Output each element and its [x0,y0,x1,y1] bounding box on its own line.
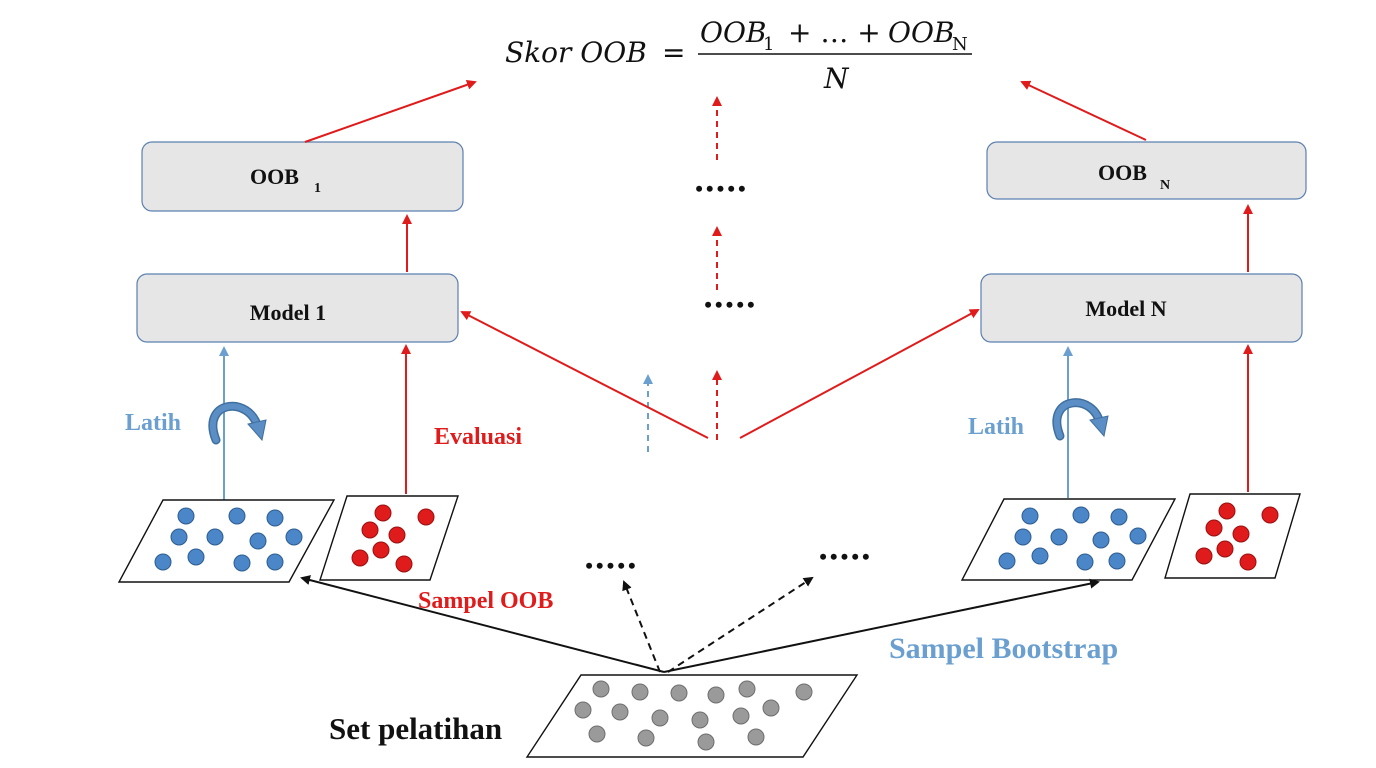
right-branch: OOB N Model N Latih [960,80,1307,581]
oob-1-subscript: 1 [314,181,321,196]
training-dashed-arrow-right [667,576,814,673]
training-set-parallelogram [525,674,859,758]
oob-score-formula: Skor OOB = OOB 1 + … + OOB N N [505,16,972,95]
formula-numerator-sub-1: 1 [763,34,774,55]
formula-lhs: Skor OOB [505,36,647,69]
model-n-label: Model N [1085,296,1166,321]
formula-numerator-sub-n: N [952,34,968,55]
bootstrap-dots-right [998,506,1147,571]
oob-n-subscript: N [1160,178,1170,193]
oob-1-to-formula-arrow [304,79,477,143]
oob-dots-left [351,504,435,573]
bootstrap-dots-left [154,507,303,572]
left-branch: OOB 1 Model 1 Latih Evaluasi [117,79,522,583]
oob-samples-label: Sampel OOB [418,588,553,614]
bootstrap-sample-left [117,499,336,583]
training-set-group [300,575,1100,758]
oob-n-label: OOB [1098,160,1147,185]
formula-denominator: N [823,62,850,95]
ellipsis-bottom-left: ••••• [585,553,639,578]
oob-1-label: OOB [250,164,299,189]
train-label-left: Latih [125,410,181,436]
ellipsis-mid: ••••• [704,292,758,317]
oob-1-box [141,141,464,212]
center-to-model-1-arrow [460,311,709,439]
training-to-left-arrow [300,575,665,673]
training-curve-icon-right [1052,398,1109,441]
formula-equals: = [662,36,685,69]
evaluate-label: Evaluasi [434,424,522,450]
oob-dots-right [1195,502,1279,571]
model-1-label: Model 1 [250,300,326,325]
center-to-model-n-arrow [739,309,980,439]
oob-n-box [986,141,1307,200]
training-dashed-arrow-left [622,580,661,673]
formula-numerator-term-n: OOB [888,16,955,49]
formula-numerator-mid: + … + [788,16,881,49]
training-set-dots [574,680,813,751]
training-curve-icon-left [208,401,267,445]
training-set-label: Set pelatihan [329,711,502,746]
formula-numerator-term-1: OOB [700,16,767,49]
oob-n-to-formula-arrow [1020,80,1147,141]
model-n-box [980,273,1303,343]
training-to-right-arrow [663,578,1100,673]
ellipsis-top: ••••• [695,176,749,201]
ellipsis-bottom-right: ••••• [819,544,873,569]
model-1-box [136,273,459,343]
train-label-right: Latih [968,414,1024,440]
bootstrap-samples-label: Sampel Bootstrap [889,632,1118,665]
center-branch: ••••• ••••• ••••• ••••• [460,96,980,578]
